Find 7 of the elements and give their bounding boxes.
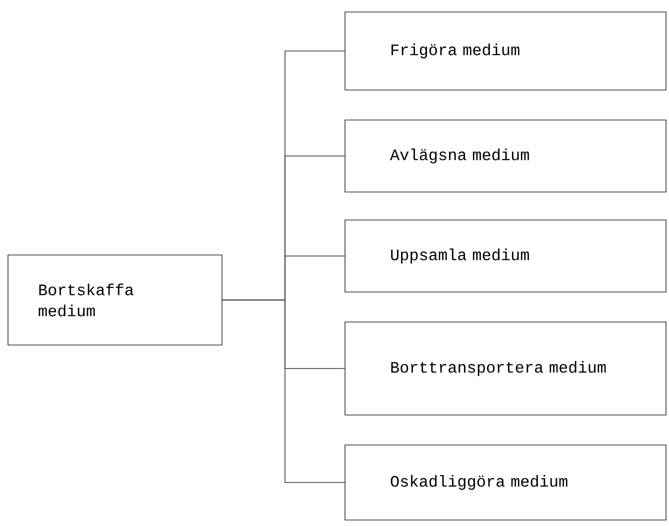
process-box: Uppsamla medium — [344, 220, 666, 292]
connector-line — [222, 300, 345, 483]
process-box: Avlägsna medium — [344, 120, 666, 192]
process-box: Bortskaffa medium — [8, 254, 222, 346]
process-box: Borttransportera medium — [344, 322, 666, 416]
process-box: Frigöra medium — [344, 12, 666, 90]
process-box: Oskadliggöra medium — [344, 444, 666, 520]
